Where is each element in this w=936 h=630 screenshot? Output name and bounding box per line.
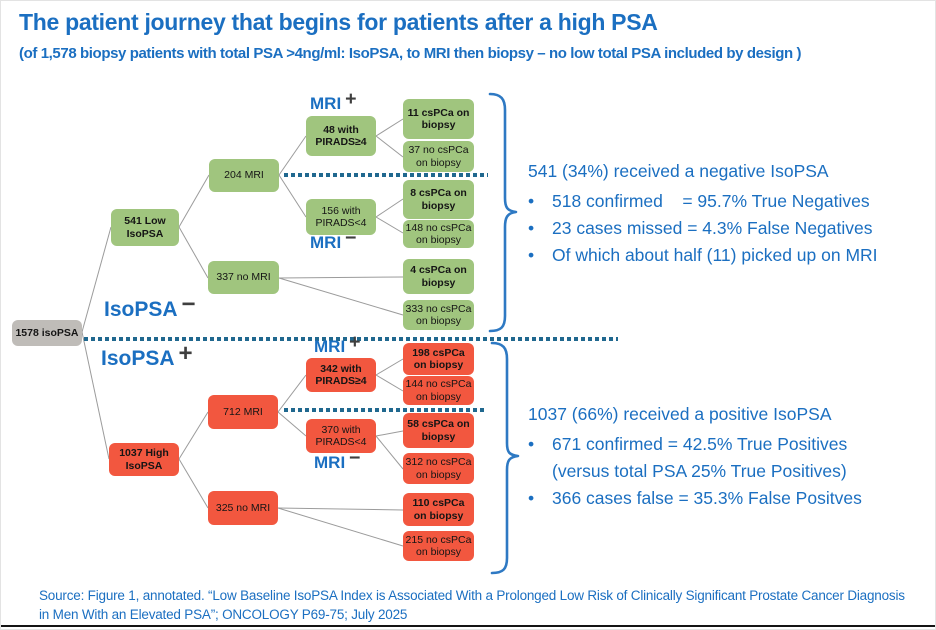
mri-text: MRI — [310, 233, 342, 252]
isopsa-positive-label: IsoPSA+ — [101, 340, 193, 372]
mri-negative-label-high: MRI− — [314, 447, 361, 474]
node-312-no-cspca: 312 no csPCa on biopsy — [403, 453, 474, 484]
negative-isopsa-annotation: 541 (34%) received a negative IsoPSA 518… — [528, 158, 930, 269]
positive-isopsa-annotation: 1037 (66%) received a positive IsoPSA 67… — [528, 401, 930, 512]
node-370-pirads-lt4: 370 with PIRADS<4 — [306, 419, 376, 453]
negative-annotation-bullet: 518 confirmed = 95.7% True Negatives — [528, 188, 930, 215]
source-citation: Source: Figure 1, annotated. “Low Baseli… — [39, 588, 905, 622]
mri-positive-label-low: MRI+ — [310, 88, 357, 115]
mri-negative-label-low: MRI− — [310, 227, 357, 254]
plus-sign-icon: + — [345, 88, 357, 111]
node-204-mri: 204 MRI — [209, 159, 279, 192]
node-215-no-cspca: 215 no csPCa on biopsy — [403, 531, 474, 561]
node-712-mri: 712 MRI — [208, 395, 278, 429]
minus-sign-icon: − — [181, 290, 196, 318]
isopsa-positive-text: IsoPSA — [101, 347, 175, 370]
plus-sign-icon: + — [349, 331, 361, 354]
node-110-cspca: 110 csPCa on biopsy — [403, 493, 474, 526]
bullet-icon — [528, 485, 552, 512]
bullet-icon — [528, 188, 552, 215]
node-4-cspca: 4 csPCa on biopsy — [403, 259, 474, 294]
node-48-pirads-ge4: 48 with PIRADS≥4 — [306, 116, 376, 156]
negative-group-brace-icon — [488, 92, 518, 333]
node-144-no-cspca: 144 no csPCa on biopsy — [403, 376, 474, 405]
bullet-icon — [528, 431, 552, 485]
node-11-cspca: 11 csPCa on biopsy — [403, 99, 474, 139]
brace-icons — [488, 92, 520, 575]
mri-text: MRI — [314, 337, 346, 356]
node-root-1578-isopsa: 1578 isoPSA — [12, 320, 82, 346]
bullet-icon — [528, 242, 552, 269]
plus-sign-icon: + — [178, 339, 193, 367]
minus-sign-icon: − — [349, 447, 361, 470]
page-subtitle: (of 1,578 biopsy patients with total PSA… — [19, 45, 802, 62]
positive-annotation-title: 1037 (66%) received a positive IsoPSA — [528, 404, 832, 424]
mri-positive-label-high: MRI+ — [314, 331, 361, 358]
positive-annotation-bullet: 366 cases false = 35.3% False Positves — [528, 485, 930, 512]
positive-annotation-bullet: 671 confirmed = 42.5% True Positives (ve… — [528, 431, 930, 485]
negative-annotation-title: 541 (34%) received a negative IsoPSA — [528, 161, 829, 181]
bottom-divider — [1, 625, 935, 627]
node-148-no-cspca: 148 no csPCa on biopsy — [403, 220, 474, 248]
node-342-pirads-ge4: 342 with PIRADS≥4 — [306, 358, 376, 392]
node-37-no-cspca: 37 no csPCa on biopsy — [403, 141, 474, 172]
node-337-no-mri: 337 no MRI — [208, 261, 279, 294]
node-541-low-isopsa: 541 Low IsoPSA — [111, 209, 179, 246]
node-156-pirads-lt4: 156 with PIRADS<4 — [306, 199, 376, 235]
positive-group-brace-icon — [490, 341, 520, 575]
bullet-icon — [528, 215, 552, 242]
node-198-cspca: 198 csPCa on biopsy — [403, 343, 474, 375]
minus-sign-icon: − — [345, 227, 357, 250]
node-1037-high-isopsa: 1037 High IsoPSA — [109, 443, 179, 476]
isopsa-negative-label: IsoPSA− — [104, 291, 196, 323]
negative-annotation-bullet: 23 cases missed = 4.3% False Negatives — [528, 215, 930, 242]
negative-annotation-bullet: Of which about half (11) picked up on MR… — [528, 242, 930, 269]
page-title: The patient journey that begins for pati… — [19, 9, 658, 35]
node-8-cspca: 8 csPCa on biopsy — [403, 180, 474, 219]
node-333-no-cspca: 333 no csPCa on biopsy — [403, 300, 474, 330]
node-325-no-mri: 325 no MRI — [208, 491, 278, 525]
node-58-cspca: 58 csPCa on biopsy — [403, 413, 474, 448]
isopsa-negative-text: IsoPSA — [104, 298, 178, 321]
mri-text: MRI — [314, 453, 346, 472]
mri-text: MRI — [310, 94, 342, 113]
